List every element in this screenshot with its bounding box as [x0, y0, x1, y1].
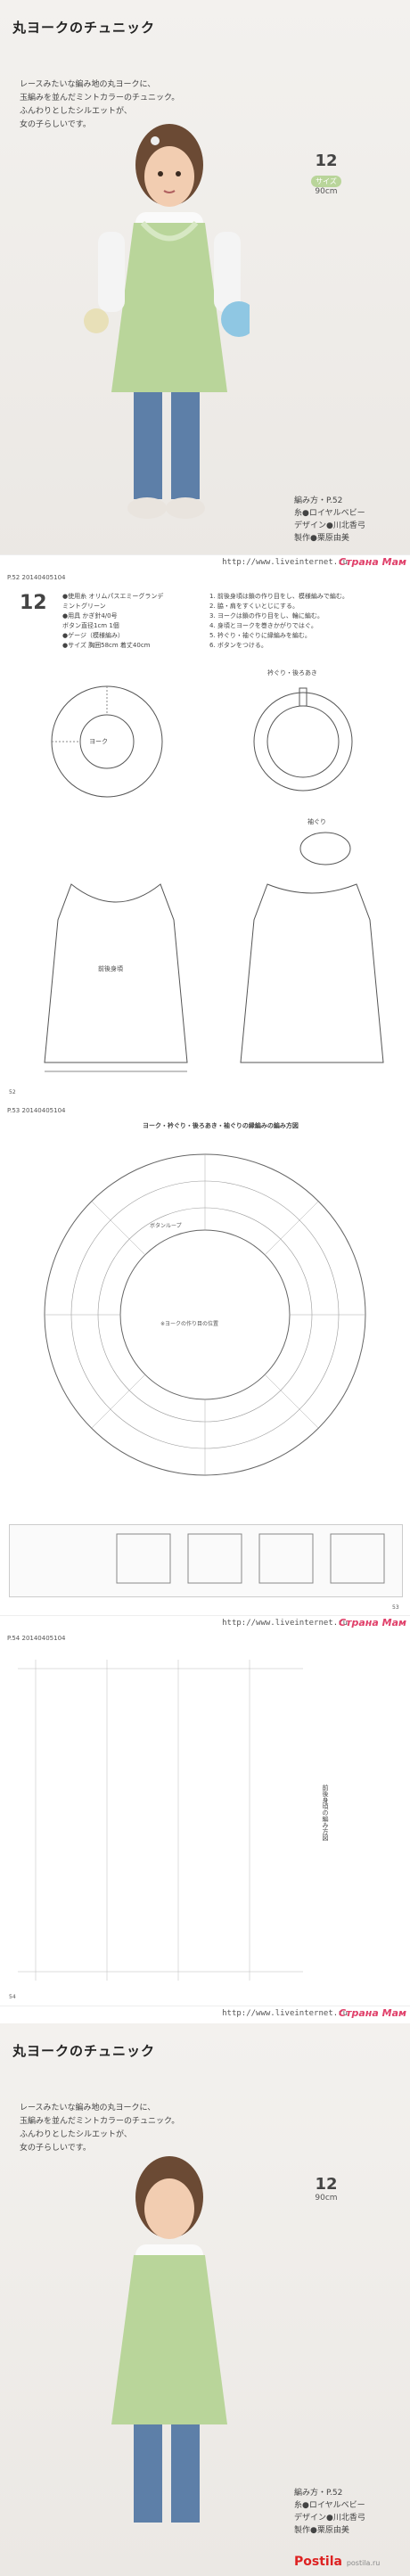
- child-photo: [111, 2156, 227, 2523]
- watermark-url: http://www.liveinternet.ru: [222, 2009, 348, 2018]
- body-diagram-front: [44, 883, 188, 1072]
- body-chart-page: P.54 20140405104 前後身頃の編み方図 54: [0, 1633, 410, 2007]
- pattern-number: 12: [20, 592, 47, 614]
- footer-domain: postila.ru: [346, 2559, 381, 2567]
- pattern-number: 12: [315, 152, 338, 170]
- credit-line: 糸●ロイヤルベビー: [294, 2501, 365, 2510]
- materials-line: ●使用糸 オリムパスエミーグランデ: [62, 593, 164, 600]
- page-number: 54: [9, 1994, 16, 2000]
- size-badge: サイズ: [311, 176, 341, 187]
- step-line: 6. ボタンをつける。: [209, 642, 267, 649]
- credit-line: デザイン●川北香弓: [294, 521, 365, 530]
- stitch-legend-illustration: [116, 1533, 385, 1584]
- pattern-badge: 12 サイズ 90cm: [299, 152, 353, 196]
- chart-title: 前後身頃の編み方図: [322, 1784, 329, 1841]
- yoke-label: ヨーク: [89, 738, 108, 745]
- credit-line: 製作●栗原由美: [294, 2526, 349, 2535]
- step-line: 5. 衿ぐり・袖ぐりに縁編みを編む。: [209, 632, 311, 639]
- chart-note: ※ヨークの作り目の位置: [160, 1321, 219, 1327]
- intro-text: レースみたいな編み地の丸ヨークに、 玉編みを並んだミントカラーのチュニック。 ふ…: [20, 2102, 234, 2155]
- instruction-page: P.52 20140405104 12 ●使用糸 オリムパスエミーグランデ ミン…: [0, 572, 410, 1103]
- credit-block: 編み方・P.52 糸●ロイヤルベビー デザイン●川北香弓 製作●栗原由美: [294, 2487, 365, 2537]
- photo-page-top: 丸ヨークのチュニック レースみたいな編み地の丸ヨークに、 玉編みを並んだミントカ…: [0, 0, 410, 570]
- credit-line: 製作●栗原由美: [294, 534, 349, 543]
- page-header: P.52 20140405104: [7, 574, 66, 581]
- materials-line: ミントグリーン: [62, 603, 106, 610]
- watermark-logo: Страна Мам: [339, 1617, 406, 1628]
- intro-line: 女の子らしいです。: [20, 120, 91, 129]
- materials-line: ●ゲージ（模様編み）: [62, 632, 124, 639]
- watermark-bar: http://www.liveinternet.ru Страна Мам: [0, 1615, 410, 1632]
- footer-logo[interactable]: Postila postila.ru: [294, 2555, 380, 2569]
- pattern-number: 12: [315, 2175, 338, 2194]
- step-line: 4. 身頃とヨークを巻きかがりではぐ。: [209, 622, 317, 629]
- watermark-url: http://www.liveinternet.ru: [222, 1619, 348, 1628]
- step-line: 2. 脇・肩をすくいとじにする。: [209, 603, 299, 610]
- intro-line: ふんわりとしたシルエットが、: [20, 107, 132, 116]
- watermark-url: http://www.liveinternet.ru: [222, 558, 348, 567]
- body-label: 前後身頃: [98, 965, 123, 972]
- child-photo: [84, 124, 250, 519]
- button-loop-label: ボタンループ: [150, 1223, 182, 1229]
- step-line: 1. 前後身頃は鎖の作り目をし、模様編みで編む。: [209, 593, 348, 600]
- page-number: 53: [392, 1604, 399, 1611]
- steps-list: 1. 前後身頃は鎖の作り目をし、模様編みで編む。 2. 脇・肩をすくいとじにする…: [209, 592, 406, 651]
- neck-label: 衿ぐり・後ろあき: [267, 669, 317, 677]
- stitch-legend: [9, 1524, 403, 1597]
- credit-line: デザイン●川北香弓: [294, 2514, 365, 2523]
- materials-line: ボタン直径1cm 1個: [62, 622, 119, 629]
- yoke-diagram: [51, 685, 163, 798]
- photo-page-bottom: 丸ヨークのチュニック レースみたいな編み地の丸ヨークに、 玉編みを並んだミントカ…: [0, 2023, 410, 2576]
- credit-line: 糸●ロイヤルベビー: [294, 509, 365, 518]
- chart-title: ヨーク・衿ぐり・後ろあき・袖ぐりの縁編みの編み方図: [143, 1122, 299, 1129]
- intro-line: 玉編みを並んだミントカラーのチュニック。: [20, 2117, 180, 2126]
- neck-diagram: [253, 687, 353, 792]
- size-value: 90cm: [315, 187, 338, 196]
- watermark-bar: http://www.liveinternet.ru Страна Мам: [0, 554, 410, 571]
- yoke-chart: [44, 1153, 366, 1476]
- intro-line: 玉編みを並んだミントカラーのチュニック。: [20, 94, 180, 103]
- intro-line: レースみたいな編み地の丸ヨークに、: [20, 2104, 156, 2112]
- materials-list: ●使用糸 オリムパスエミーグランデ ミントグリーン ●用具 かぎ針4/0号 ボタ…: [62, 592, 196, 651]
- pattern-title: 丸ヨークのチュニック: [12, 20, 156, 36]
- body-diagram-back: [240, 883, 384, 1063]
- intro-text: レースみたいな編み地の丸ヨークに、 玉編みを並んだミントカラーのチュニック。 ふ…: [20, 78, 234, 132]
- step-line: 3. ヨークは鎖の作り目をし、輪に編む。: [209, 612, 324, 619]
- credit-line: 編み方・P.52: [294, 496, 343, 505]
- credit-line: 編み方・P.52: [294, 2489, 343, 2498]
- yoke-chart-page: P.53 20140405104 ヨーク・衿ぐり・後ろあき・袖ぐりの縁編みの編み…: [0, 1105, 410, 1618]
- intro-line: ふんわりとしたシルエットが、: [20, 2130, 132, 2139]
- body-chart: [18, 1660, 303, 1981]
- sleeve-label: 袖ぐり: [308, 818, 326, 825]
- sleeve-diagram: [299, 832, 351, 866]
- materials-line: ●サイズ 胸囲58cm 着丈40cm: [62, 642, 151, 649]
- watermark-logo: Страна Мам: [339, 2007, 406, 2019]
- intro-line: 女の子らしいです。: [20, 2144, 91, 2153]
- watermark-logo: Страна Мам: [339, 556, 406, 568]
- size-value: 90cm: [315, 2194, 338, 2203]
- footer-logo-text: Postila: [294, 2555, 342, 2569]
- page-header: P.54 20140405104: [7, 1635, 66, 1642]
- materials-line: ●用具 かぎ針4/0号: [62, 612, 118, 619]
- pattern-badge: 12 90cm: [299, 2175, 353, 2203]
- page-header: P.53 20140405104: [7, 1107, 66, 1114]
- credit-block: 編み方・P.52 糸●ロイヤルベビー デザイン●川北香弓 製作●栗原由美: [294, 495, 365, 545]
- page-number: 52: [9, 1089, 16, 1095]
- intro-line: レースみたいな編み地の丸ヨークに、: [20, 80, 156, 89]
- watermark-bar: http://www.liveinternet.ru Страна Мам: [0, 2006, 410, 2022]
- pattern-title: 丸ヨークのチュニック: [12, 2043, 156, 2059]
